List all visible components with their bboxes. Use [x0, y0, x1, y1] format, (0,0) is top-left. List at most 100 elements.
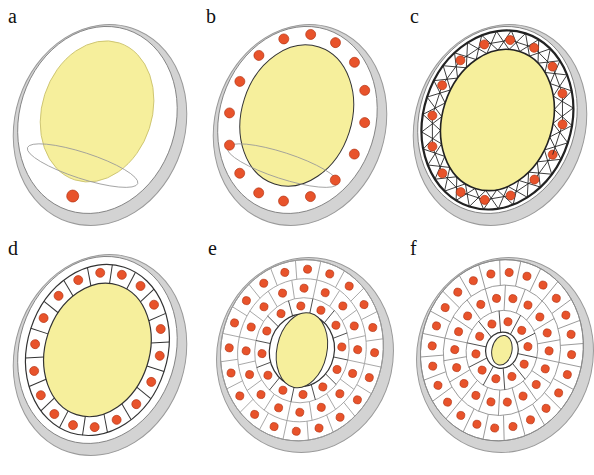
nucleus-dot [350, 321, 359, 330]
nucleus-dot [277, 33, 290, 46]
nucleus-dot [234, 75, 247, 88]
cell-wall [552, 379, 575, 390]
nucleus-dot [450, 345, 459, 354]
cell-ring [482, 329, 521, 371]
nucleus-dot [463, 311, 472, 320]
cell-wall [348, 360, 365, 364]
cell-wall [26, 352, 44, 363]
cell-wall [59, 410, 68, 429]
nucleus-dot [35, 390, 46, 401]
nucleus-dot [433, 381, 442, 390]
cell-wall [240, 397, 253, 414]
cell-wall [339, 379, 356, 389]
nucleus-dot [557, 119, 568, 130]
cell-wall [479, 387, 488, 412]
cell-wall [231, 307, 248, 316]
nucleus-dot [479, 194, 490, 205]
nucleus-dot [335, 413, 344, 422]
yolk [27, 269, 168, 430]
nucleus-dot [554, 388, 563, 397]
nucleus-dot [331, 321, 340, 330]
egg-interior [0, 6, 201, 235]
nucleus-dot [325, 269, 334, 278]
nucleus-dot [155, 323, 166, 334]
nucleus-dot [277, 195, 290, 208]
egg-group [199, 241, 412, 469]
nucleus-dot [303, 264, 312, 273]
nucleus-dot [437, 168, 448, 179]
nucleus-dot [505, 190, 516, 201]
nucleus-dot [73, 274, 84, 285]
nucleus-dot [486, 397, 495, 406]
cell-wall [324, 309, 334, 324]
cell-wall [221, 356, 238, 365]
cell-wall [147, 366, 164, 372]
cell-wall [306, 402, 316, 421]
cell-wall [444, 352, 467, 365]
nucleus-dot [304, 28, 317, 41]
nucleus-dot [230, 318, 239, 327]
egg-group [0, 232, 212, 475]
nucleus-dot [329, 36, 342, 49]
nucleus-dot [518, 391, 527, 400]
cell-ring [404, 244, 594, 456]
egg-shell [0, 2, 212, 249]
nucleus-dot [224, 343, 233, 352]
nucleus-dot [318, 382, 327, 391]
nucleus-dot [471, 349, 480, 358]
nucleus-dot [437, 80, 448, 91]
nucleus-dot [67, 419, 78, 430]
nucleus-dot [503, 317, 512, 326]
nucleus-dot [262, 326, 271, 335]
cell-ring [224, 267, 379, 434]
nucleus-dot [523, 342, 532, 351]
cell-wall [227, 378, 243, 392]
cell-ring [263, 308, 342, 393]
cell-wall [561, 339, 584, 350]
yolk [423, 34, 572, 205]
cell-ring [245, 289, 359, 412]
nucleus-dot [566, 330, 575, 339]
nucleus-dot [491, 374, 500, 383]
nucleus-dot [454, 327, 463, 336]
nucleus-dot [475, 332, 484, 341]
cell-wall [351, 286, 364, 303]
cell-wall [239, 337, 256, 341]
nucleus-dot [542, 328, 551, 337]
nucleus-dot [253, 49, 266, 62]
nucleus-dot [459, 379, 468, 388]
nucleus-dot [148, 299, 159, 310]
nucleus-dot [292, 427, 301, 436]
egg-group [0, 2, 212, 249]
nucleus-dot [317, 403, 326, 412]
nucleus-dot [259, 302, 268, 311]
cell-wall [423, 333, 445, 338]
cell-wall [495, 260, 506, 285]
cell-wall [99, 414, 113, 432]
cell-wall [361, 309, 377, 323]
cell-wall [537, 358, 559, 363]
nucleus-dot [472, 420, 481, 429]
egg-interior [394, 6, 594, 235]
nucleus-dot [529, 174, 540, 185]
cell-wall [554, 88, 571, 113]
nucleus-dot [337, 342, 346, 351]
nucleus-dot [544, 346, 553, 355]
cell-wall [474, 265, 490, 289]
cell-wall [559, 362, 581, 367]
nucleus-dot [541, 364, 550, 373]
nucleus-dot [358, 84, 371, 97]
cell-wall [323, 415, 336, 432]
cell-wall [518, 354, 537, 358]
nucleus-dot [452, 363, 461, 372]
cell-wall [80, 416, 89, 435]
cell-wall [324, 374, 338, 385]
nucleus-dot [256, 390, 265, 399]
cell-wall [463, 408, 474, 433]
nucleus-dot [427, 141, 438, 152]
nucleus-dot [427, 110, 438, 121]
nucleus-dot [504, 268, 513, 277]
nucleus-dot [487, 319, 496, 328]
nucleus-dot [469, 276, 478, 285]
egg-interior [204, 244, 400, 456]
